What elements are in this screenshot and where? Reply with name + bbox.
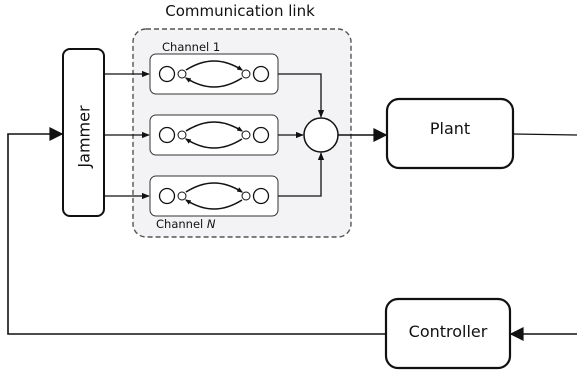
- channel-1-label: Channel 1: [162, 40, 221, 54]
- controller-to-jammer-feedback-arrow: [7, 127, 386, 335]
- markov-chain-icon: [158, 182, 270, 210]
- controller-label: Controller: [408, 322, 488, 341]
- plant-label: Plant: [429, 119, 471, 138]
- summing-junction: [303, 117, 339, 153]
- channel-2: [149, 114, 279, 156]
- communication-link-title: Communication link: [165, 2, 315, 20]
- plant-output-line: [512, 133, 577, 136]
- channel-1-to-junction-arrow: [278, 73, 325, 118]
- channel-n-label-index: N: [206, 217, 216, 231]
- jammer-label: Jammer: [74, 105, 94, 168]
- channel-n-label-prefix: Channel: [156, 217, 207, 231]
- markov-chain-icon: [158, 60, 270, 88]
- channel-n-to-junction-arrow: [278, 152, 325, 197]
- markov-chain-icon: [158, 121, 270, 149]
- channel-n: [149, 175, 279, 217]
- channel-n-label: Channel N: [156, 217, 215, 231]
- channel-1: [149, 53, 279, 95]
- plant-block: [385, 97, 515, 170]
